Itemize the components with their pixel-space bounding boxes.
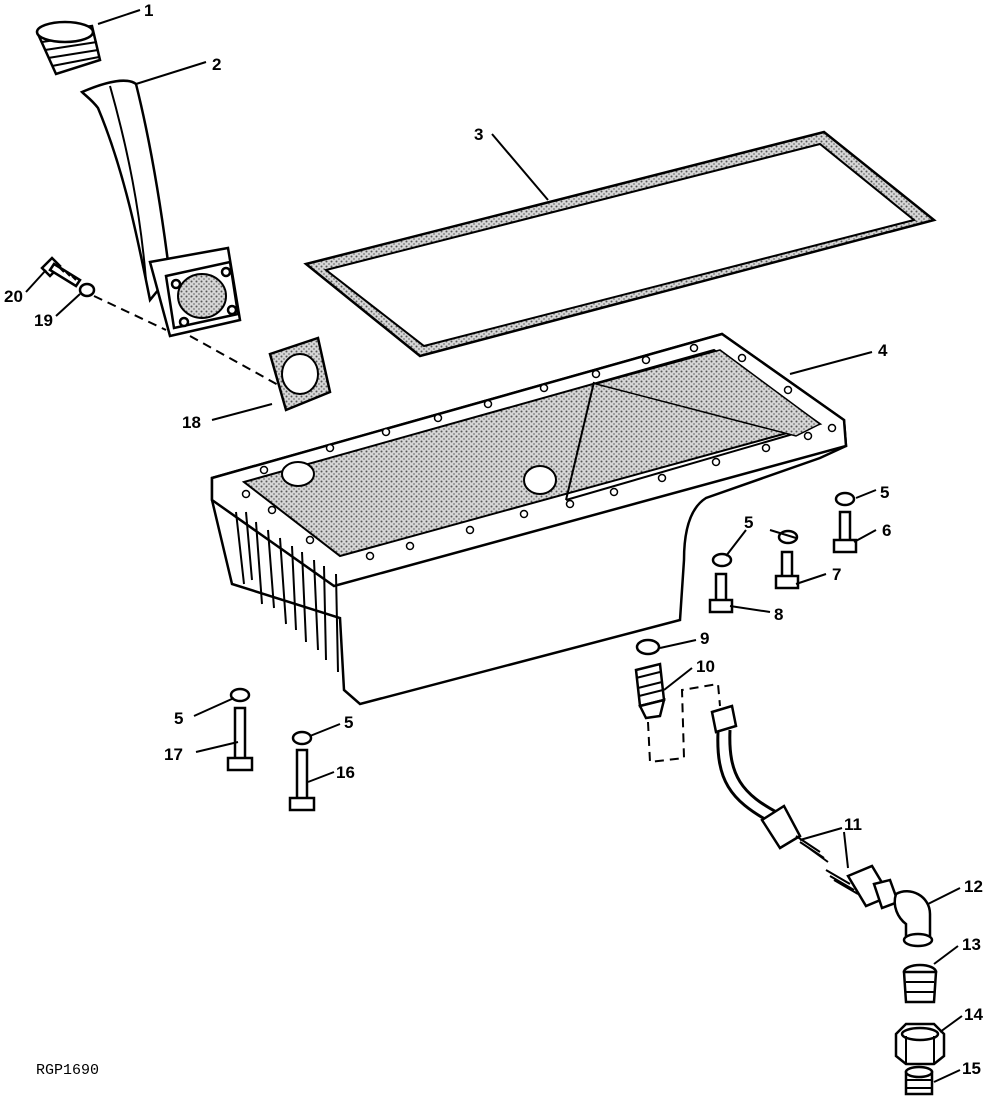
elbow-fitting bbox=[893, 889, 934, 948]
cap-screw bbox=[832, 510, 858, 554]
drain-hose bbox=[710, 704, 900, 910]
screw-alignment-line bbox=[93, 295, 167, 331]
adapter-fitting bbox=[902, 963, 938, 1004]
callout-5-c: 5 bbox=[174, 709, 183, 728]
callout-9: 9 bbox=[700, 629, 709, 648]
o-ring bbox=[635, 638, 661, 656]
cap-screw bbox=[226, 706, 254, 772]
leader-lines bbox=[25, 9, 963, 1083]
cap-screw bbox=[708, 572, 734, 614]
figure-reference-code: RGP1690 bbox=[36, 1062, 99, 1079]
tube-cap-screw bbox=[40, 256, 82, 288]
drain-alignment-line bbox=[647, 682, 721, 764]
drain-fitting bbox=[634, 662, 666, 720]
washer bbox=[291, 730, 313, 746]
oil-pan bbox=[210, 332, 848, 706]
hex-nut bbox=[894, 1022, 946, 1066]
callout-11: 11 bbox=[844, 815, 862, 834]
callout-7: 7 bbox=[832, 565, 841, 584]
callout-4: 4 bbox=[878, 341, 888, 360]
filler-tube bbox=[79, 79, 242, 338]
oil-pan-gasket bbox=[303, 130, 937, 358]
callout-20: 20 bbox=[4, 287, 23, 306]
callout-12: 12 bbox=[964, 877, 983, 896]
callout-17: 17 bbox=[164, 745, 183, 764]
gasket-alignment-line bbox=[189, 335, 281, 387]
callout-2: 2 bbox=[212, 55, 221, 74]
callout-14: 14 bbox=[964, 1005, 983, 1024]
callout-5-b: 5 bbox=[744, 513, 753, 532]
tube-lock-washer bbox=[78, 282, 96, 298]
callout-18: 18 bbox=[182, 413, 201, 432]
callout-13: 13 bbox=[962, 935, 981, 954]
plug bbox=[904, 1065, 934, 1096]
callout-19: 19 bbox=[34, 311, 53, 330]
washer bbox=[834, 491, 856, 507]
callout-5-a: 5 bbox=[880, 483, 889, 502]
callout-1: 1 bbox=[144, 1, 153, 20]
washer bbox=[711, 552, 733, 568]
callout-6: 6 bbox=[882, 521, 891, 540]
cap-screw bbox=[774, 550, 800, 590]
callout-8: 8 bbox=[774, 605, 783, 624]
callout-15: 15 bbox=[962, 1059, 981, 1078]
cap-screw bbox=[288, 748, 316, 812]
callout-10: 10 bbox=[696, 657, 715, 676]
filler-cap bbox=[35, 20, 102, 76]
filler-tube-gasket bbox=[268, 336, 332, 412]
washer bbox=[229, 687, 251, 703]
callout-5-d: 5 bbox=[344, 713, 353, 732]
callout-3: 3 bbox=[474, 125, 483, 144]
callout-16: 16 bbox=[336, 763, 355, 782]
